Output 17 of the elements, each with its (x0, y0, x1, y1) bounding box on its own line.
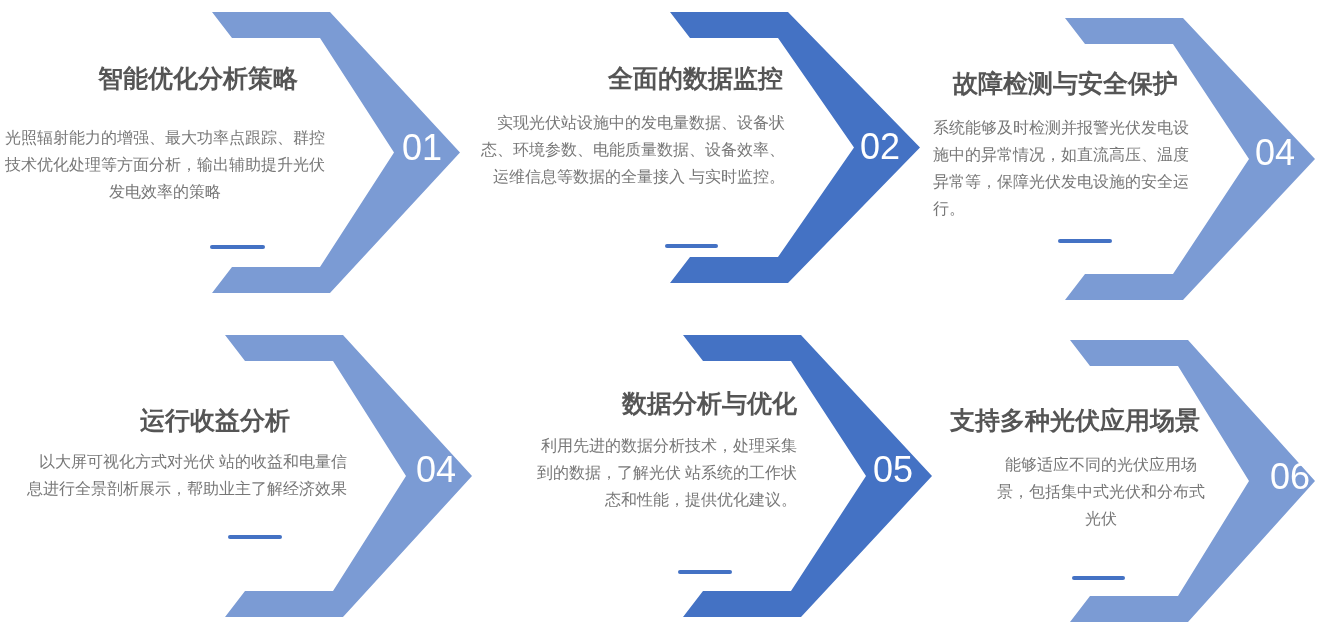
description: 实现光伏站设施中的发电量数据、设备状态、环境参数、电能质量数据、设备效率、运维信息等数据的全量接入 与实时监控。 (480, 113, 785, 187)
heading: 数据分析与优化 (621, 388, 797, 419)
description: 光照辐射能力的增强、最大功率点跟踪、群控技术优化处理等方面分析，输出辅助提升光伏发电效率的策略 (5, 128, 325, 202)
step-number: 02 (860, 127, 901, 167)
heading: 运行收益分析 (139, 405, 291, 436)
step-number: 05 (873, 450, 914, 490)
description: 能够适应不同的光伏应用场景，包括集中式光伏和分布式光伏 (996, 455, 1206, 529)
heading: 智能优化分析策略 (96, 63, 299, 94)
step-number: 01 (402, 128, 443, 168)
description: 以大屏可视化方式对光伏 站的收益和电量信息进行全景剖析展示，帮助业主了解经济效果 (26, 452, 347, 499)
heading: 故障检测与安全保护 (951, 68, 1179, 99)
heading: 全面的数据监控 (607, 63, 783, 94)
heading: 支持多种光伏应用场景 (949, 405, 1201, 436)
step-number: 04 (416, 450, 457, 490)
description: 利用先进的数据分析技术，处理采集到的数据，了解光伏 站系统的工作状态和性能，提供优化建议。 (535, 436, 797, 510)
step-number: 04 (1255, 133, 1296, 173)
description: 系统能够及时检测并报警光伏发电设施中的异常情况，如直流高压、温度异常等，保障光伏发电设施的安全运行。 (933, 118, 1190, 219)
